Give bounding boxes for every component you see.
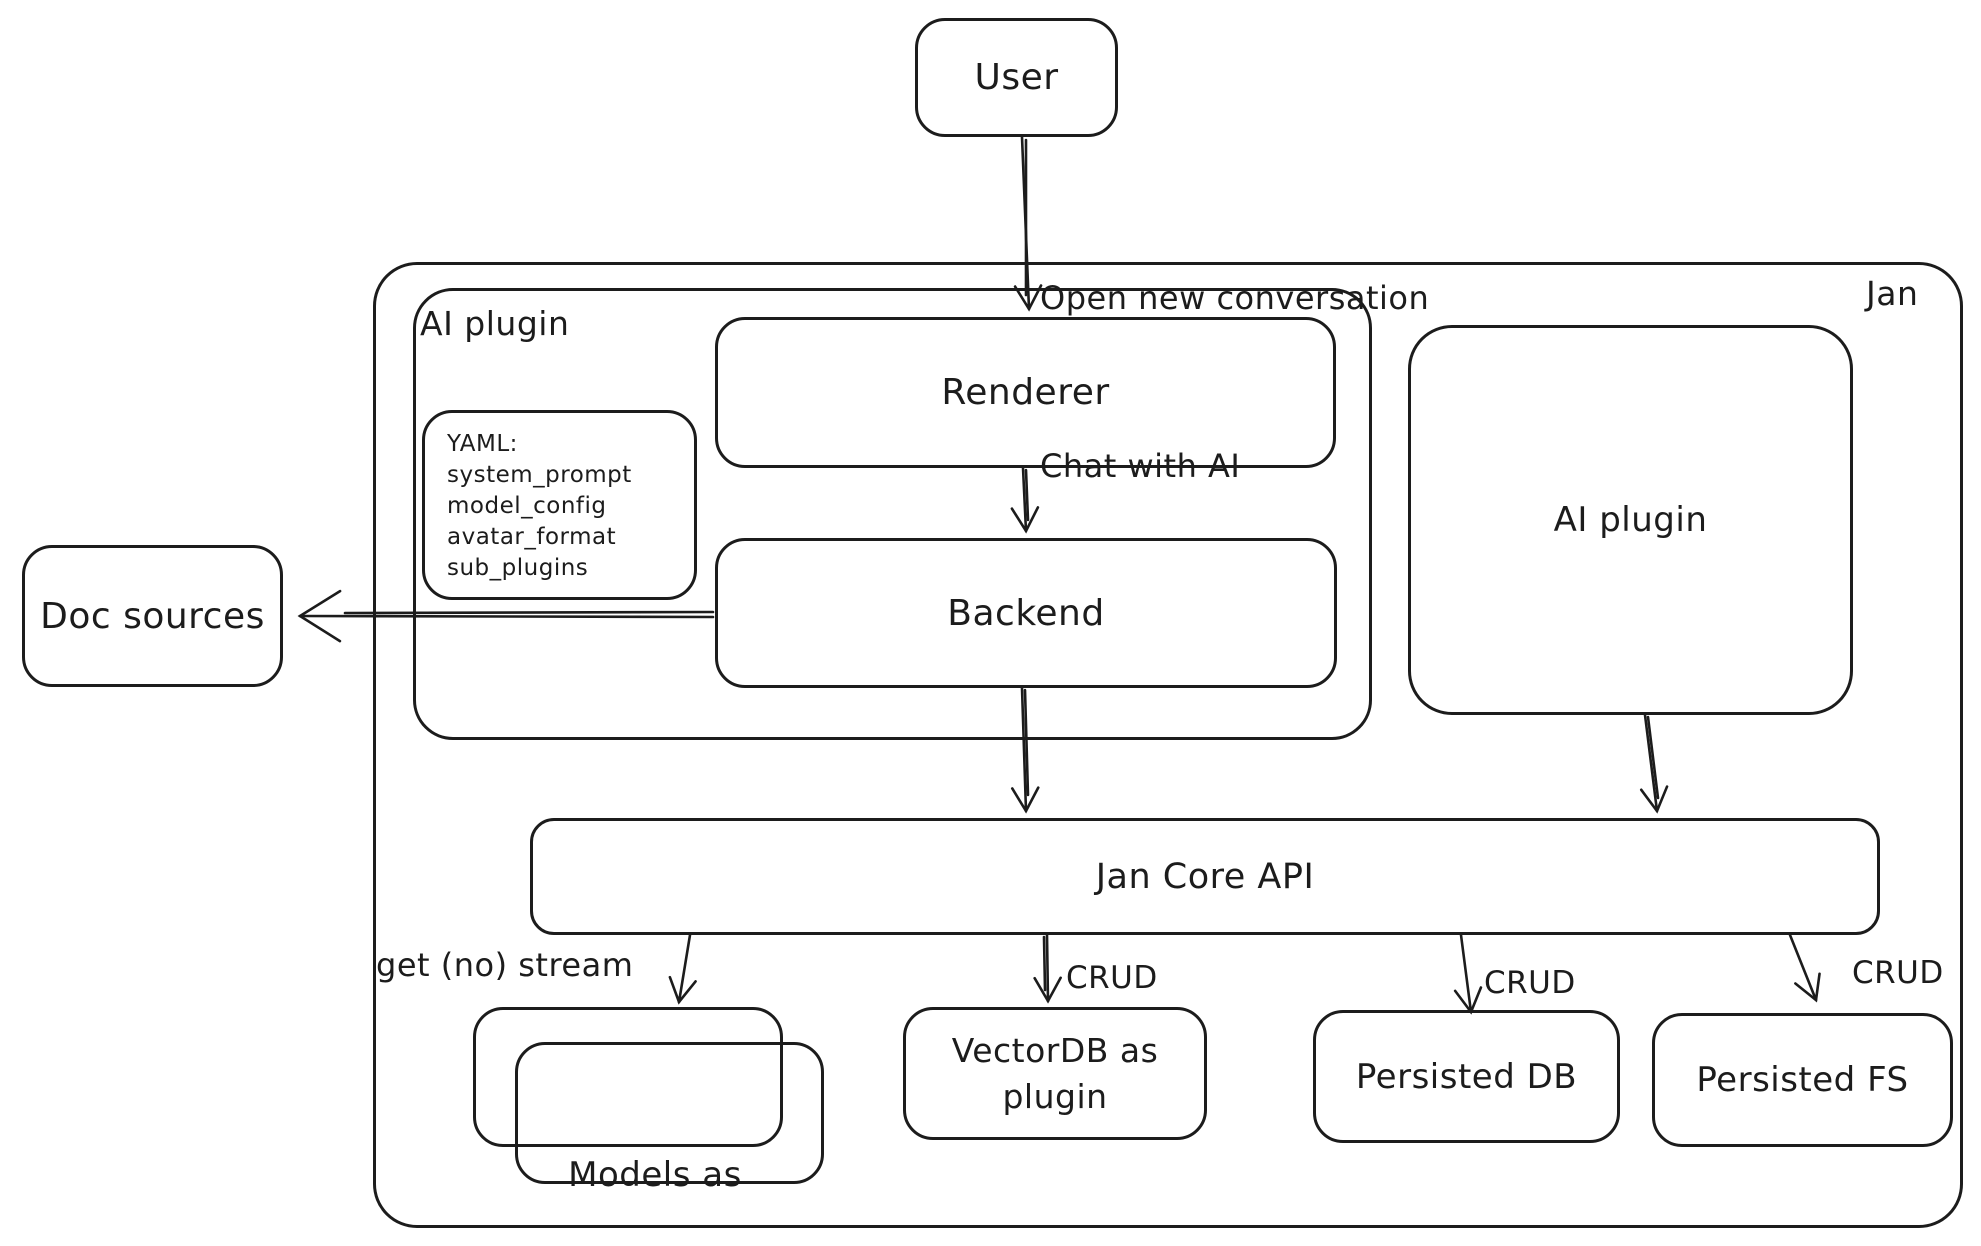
edge-user-label-line2: Chat with AI bbox=[1040, 447, 1241, 485]
renderer-label: Renderer bbox=[941, 372, 1110, 413]
vectordb-label-line1: VectorDB as bbox=[951, 1030, 1159, 1070]
vectordb-label-line2: plugin bbox=[1002, 1076, 1108, 1116]
persisted-db-node: Persisted DB bbox=[1313, 1010, 1620, 1143]
yaml-line-4: avatar_format bbox=[447, 524, 617, 550]
ai-plugin-label: AI plugin bbox=[1553, 500, 1708, 540]
edge-label-crud-persisted-db: CRUD bbox=[1484, 965, 1576, 1001]
doc-sources-node: Doc sources bbox=[22, 545, 283, 687]
jan-container-label: Jan bbox=[1866, 274, 1919, 313]
vectordb-as-plugin-label: VectorDB as plugin bbox=[952, 1028, 1159, 1120]
arrow-renderer-to-backend-sketch bbox=[1024, 468, 1030, 522]
arrow-backend-to-core bbox=[1010, 686, 1040, 814]
user-node: User bbox=[915, 18, 1118, 137]
arrow-backend-to-doc-sources bbox=[297, 589, 715, 643]
yaml-note-lines: YAML: system_prompt model_config avatar_… bbox=[425, 413, 694, 597]
models-as-plugin-label-line1: Models as bbox=[568, 1155, 742, 1195]
models-as-plugin-node-front bbox=[515, 1042, 824, 1184]
edge-label-get-no-stream: get (no) stream bbox=[376, 946, 634, 984]
ai-plugin-node: AI plugin bbox=[1408, 325, 1853, 715]
backend-label: Backend bbox=[947, 592, 1105, 634]
ai-plugin-container-label: AI plugin bbox=[420, 304, 570, 343]
doc-sources-label: Doc sources bbox=[40, 595, 265, 637]
edge-user-label-line1: Open new conversation bbox=[1040, 279, 1430, 317]
models-as-plugin-label: Models as plugin bbox=[495, 1058, 815, 1246]
models-as-plugin-node-back bbox=[473, 1007, 783, 1147]
persisted-fs-label: Persisted FS bbox=[1696, 1060, 1909, 1100]
arrow-ai-plugin-to-core bbox=[1639, 713, 1669, 814]
user-label: User bbox=[974, 57, 1059, 98]
arrow-core-to-vectordb-sketch bbox=[1042, 935, 1047, 992]
arrow-core-to-models bbox=[668, 933, 697, 1005]
arrow-core-to-persisted-fs bbox=[1788, 933, 1821, 1003]
vectordb-as-plugin-node: VectorDB as plugin bbox=[903, 1007, 1207, 1140]
arrow-backend-to-core-sketch bbox=[1023, 688, 1030, 797]
arrow-backend-to-doc-sources-sketch bbox=[343, 610, 715, 615]
edge-label-crud-vectordb: CRUD bbox=[1066, 960, 1158, 996]
yaml-line-5: sub_plugins bbox=[447, 555, 589, 581]
arrow-core-to-persisted-db bbox=[1453, 933, 1483, 1015]
persisted-fs-node: Persisted FS bbox=[1652, 1013, 1953, 1147]
yaml-line-2: system_prompt bbox=[447, 462, 632, 488]
renderer-node: Renderer bbox=[715, 317, 1336, 468]
yaml-line-3: model_config bbox=[447, 493, 607, 519]
edge-label-crud-persisted-fs: CRUD bbox=[1852, 955, 1944, 991]
arrow-ai-plugin-to-core-sketch bbox=[1646, 715, 1660, 800]
edge-label-user-to-renderer: Open new conversation Chat with AI bbox=[1040, 158, 1429, 606]
yaml-line-1: YAML: bbox=[447, 431, 518, 457]
yaml-note: YAML: system_prompt model_config avatar_… bbox=[422, 410, 697, 600]
jan-core-api-label: Jan Core API bbox=[1095, 856, 1315, 897]
jan-container bbox=[373, 262, 1963, 1228]
arrow-renderer-to-backend bbox=[1010, 466, 1040, 534]
ai-plugin-container bbox=[413, 288, 1372, 740]
persisted-db-label: Persisted DB bbox=[1355, 1056, 1578, 1097]
backend-node: Backend bbox=[715, 538, 1337, 688]
jan-core-api-node: Jan Core API bbox=[530, 818, 1880, 935]
arrow-core-to-vectordb bbox=[1033, 933, 1062, 1004]
